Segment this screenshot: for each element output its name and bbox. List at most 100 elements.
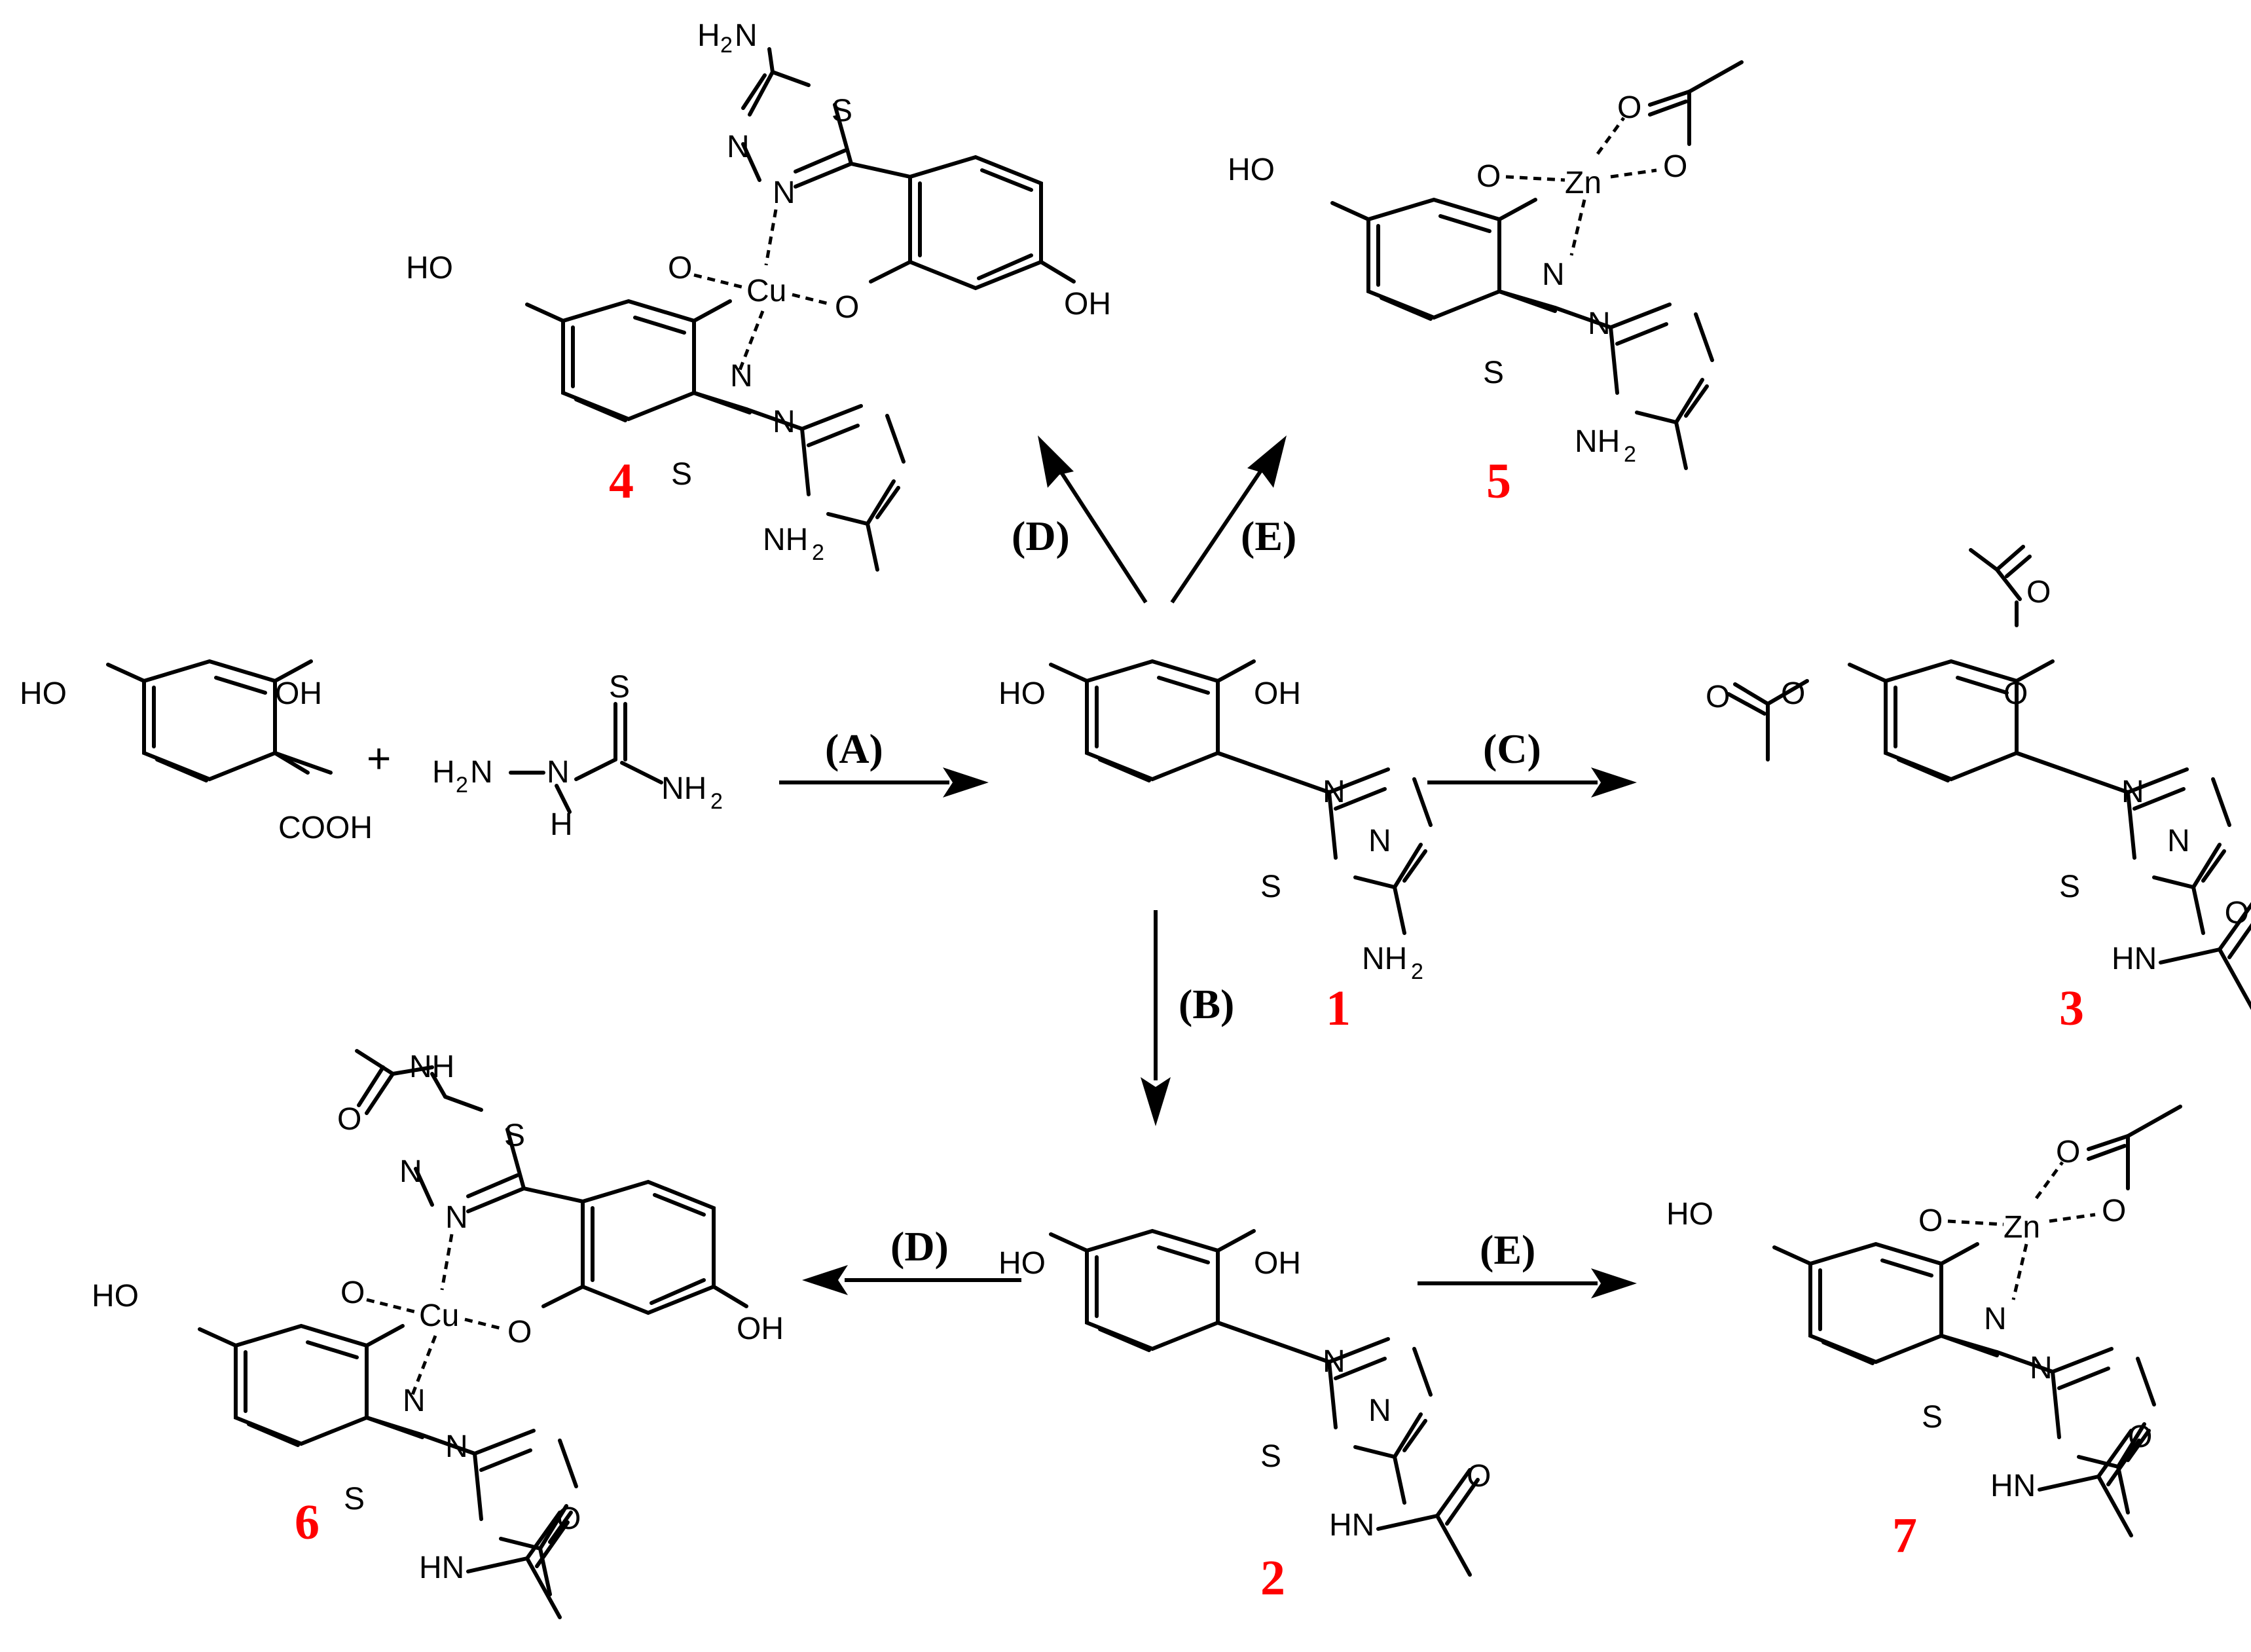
subscript-2: 2 bbox=[812, 540, 824, 565]
compound-number-5: 5 bbox=[1486, 454, 1511, 509]
compound-number-1: 1 bbox=[1326, 981, 1351, 1036]
compound-4: HO O Cu O OH N N S H 2 N N N S NH 2 4 bbox=[406, 18, 1111, 570]
hydroxyl-label: HO bbox=[1228, 153, 1275, 187]
h-label: H bbox=[432, 755, 455, 790]
n-label: N bbox=[403, 1384, 426, 1418]
compound-number-4: 4 bbox=[609, 454, 634, 509]
amine-label: NH bbox=[763, 523, 808, 557]
s-label: S bbox=[671, 457, 692, 492]
n-label: N bbox=[445, 1200, 468, 1235]
subscript-2: 2 bbox=[1624, 442, 1636, 467]
carboxyl-label: COOH bbox=[278, 811, 373, 845]
o-label: O bbox=[340, 1276, 365, 1310]
hydroxyl-label: OH bbox=[1254, 1246, 1301, 1281]
reaction-label-e: (E) bbox=[1241, 513, 1296, 559]
n-label: N bbox=[735, 18, 758, 53]
o-label: O bbox=[1706, 680, 1730, 714]
plus-sign: + bbox=[367, 735, 391, 782]
hydroxyl-label: HO bbox=[998, 676, 1046, 711]
amine-label: NH bbox=[1575, 424, 1620, 459]
hydroxyl-label: OH bbox=[1064, 287, 1111, 321]
n-label: N bbox=[2167, 824, 2190, 858]
amide-nh-label: HN bbox=[419, 1551, 464, 1585]
copper-label: Cu bbox=[419, 1298, 459, 1333]
arrow-e-up: (E) bbox=[1170, 435, 1296, 604]
h-label: H bbox=[550, 807, 573, 842]
compound-7: HO O Zn O O N N S HN O 7 bbox=[1666, 1105, 2182, 1563]
n-label: N bbox=[1323, 1344, 1345, 1379]
o-label: O bbox=[2102, 1194, 2126, 1228]
n-label: N bbox=[773, 405, 796, 439]
o-label: O bbox=[337, 1102, 361, 1137]
zinc-label: Zn bbox=[2004, 1210, 2040, 1245]
amide-nh-label: NH bbox=[409, 1050, 454, 1084]
n-label: N bbox=[445, 1429, 468, 1464]
compound-3: O O O O N N S HN O 3 bbox=[1706, 545, 2251, 1036]
n-label: N bbox=[1588, 306, 1611, 341]
amine-label: NH bbox=[1362, 942, 1407, 976]
arrow-c: (C) bbox=[1427, 725, 1637, 798]
o-label: O bbox=[2026, 575, 2051, 610]
arrow-d-up: (D) bbox=[1012, 435, 1148, 604]
o-label: O bbox=[2225, 896, 2249, 930]
hydroxyl-label: HO bbox=[998, 1246, 1046, 1281]
n-label: N bbox=[547, 755, 570, 790]
s-label: S bbox=[1260, 870, 1281, 904]
o-label: O bbox=[2004, 676, 2028, 711]
s-label: S bbox=[344, 1482, 365, 1516]
compound-2: HO OH N N S HN O 2 bbox=[998, 1231, 1491, 1606]
arrow-e-right: (E) bbox=[1418, 1226, 1637, 1298]
copper-label: Cu bbox=[746, 274, 786, 308]
compound-6: HO O Cu O OH N N S NH O N N S HN O 6 bbox=[92, 1049, 784, 1617]
hydroxyl-label: OH bbox=[737, 1312, 784, 1346]
n-label: N bbox=[730, 359, 753, 394]
arrow-a: (A) bbox=[779, 725, 989, 798]
n-label: N bbox=[1542, 257, 1565, 292]
zinc-label: Zn bbox=[1565, 166, 1601, 200]
compound-5: HO O Zn O O N N S NH 2 5 bbox=[1228, 60, 1744, 509]
o-label: O bbox=[2128, 1420, 2152, 1454]
compound-number-2: 2 bbox=[1260, 1551, 1285, 1606]
s-label: S bbox=[504, 1118, 525, 1153]
thiosemicarbazide: H 2 N N H S NH 2 bbox=[432, 670, 723, 842]
n-label: N bbox=[727, 130, 750, 164]
n-label: N bbox=[773, 175, 796, 210]
amine-label: H bbox=[697, 18, 720, 53]
o-label: O bbox=[1918, 1203, 1943, 1238]
hydroxyl-label: OH bbox=[1254, 676, 1301, 711]
s-label: S bbox=[1922, 1400, 1943, 1435]
n-label: N bbox=[2030, 1351, 2053, 1386]
reaction-label-e: (E) bbox=[1480, 1226, 1535, 1273]
s-label: S bbox=[1483, 356, 1504, 390]
compound-number-6: 6 bbox=[295, 1495, 320, 1550]
compound-number-3: 3 bbox=[2059, 981, 2084, 1036]
hydroxyl-label: HO bbox=[92, 1279, 139, 1313]
subscript-2: 2 bbox=[720, 33, 733, 58]
compound-number-7: 7 bbox=[1892, 1508, 1917, 1563]
o-label: O bbox=[668, 251, 692, 285]
n-label: N bbox=[399, 1154, 422, 1189]
hydroxyl-label: HO bbox=[406, 251, 453, 285]
n-label: N bbox=[2121, 775, 2144, 809]
subscript-2: 2 bbox=[1411, 959, 1423, 984]
o-label: O bbox=[2056, 1135, 2080, 1169]
o-label: O bbox=[557, 1501, 581, 1536]
subscript-2: 2 bbox=[456, 773, 468, 798]
arrow-d-left: (D) bbox=[802, 1223, 1021, 1295]
hydroxyl-label: OH bbox=[275, 676, 322, 711]
o-label: O bbox=[1663, 149, 1687, 184]
arrow-b: (B) bbox=[1141, 910, 1234, 1126]
hydroxyl-label: HO bbox=[20, 676, 67, 711]
o-label: O bbox=[507, 1315, 532, 1349]
amide-nh-label: HN bbox=[2112, 942, 2157, 976]
n-label: N bbox=[1984, 1302, 2007, 1336]
reaction-label-c: (C) bbox=[1483, 725, 1541, 772]
n-label: N bbox=[1368, 824, 1391, 858]
n-label: N bbox=[1323, 775, 1345, 809]
reaction-label-d: (D) bbox=[890, 1223, 949, 1270]
reaction-label-b: (B) bbox=[1179, 981, 1234, 1027]
o-label: O bbox=[1476, 159, 1501, 194]
o-label: O bbox=[1781, 676, 1805, 711]
resorcylic-acid: HO OH COOH bbox=[20, 661, 373, 845]
